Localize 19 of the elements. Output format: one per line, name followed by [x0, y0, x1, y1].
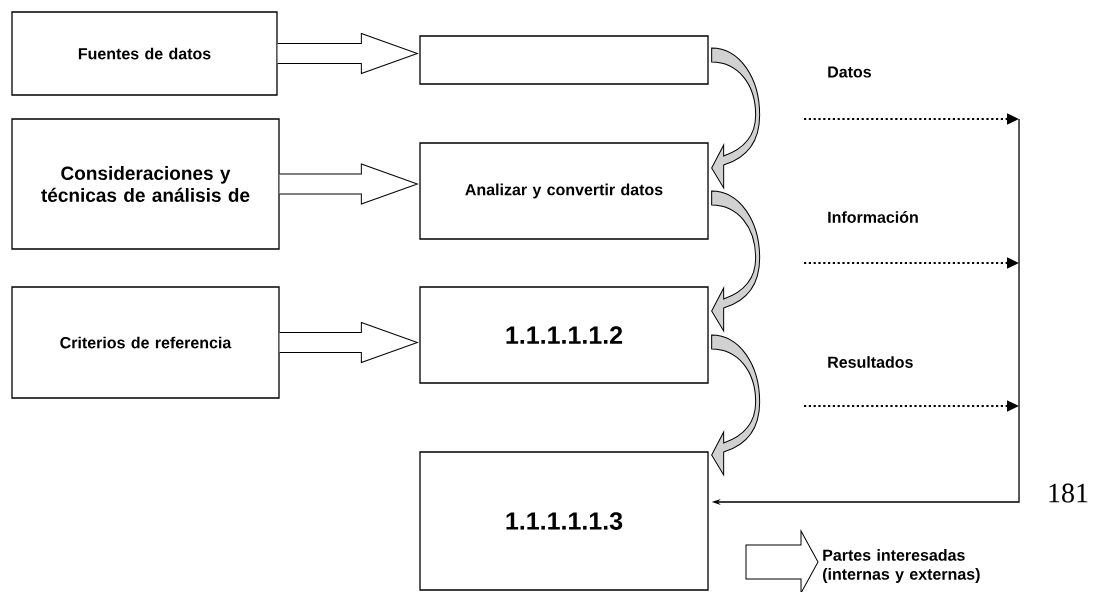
process-box: 1.1.1.1.1.2	[419, 286, 709, 384]
curved-arrow	[711, 334, 761, 476]
process-box: Consideraciones y técnicas de análisis de	[11, 118, 280, 250]
process-box: Criterios de referencia	[11, 286, 280, 399]
page-number: 181	[1049, 483, 1088, 503]
process-box: Analizar y convertir datos	[419, 142, 709, 240]
block-arrow	[279, 163, 418, 205]
block-arrow	[745, 530, 819, 592]
curved-arrow	[711, 190, 761, 332]
flow-label: Datos	[828, 66, 871, 78]
block-arrow	[277, 33, 418, 74]
flow-label: Resultados	[828, 356, 913, 368]
process-box: Fuentes de datos	[11, 11, 278, 96]
block-arrow	[279, 322, 418, 363]
curved-arrow	[711, 47, 761, 189]
text-label: Partes interesadas (internas y externas)	[823, 549, 980, 583]
flow-label: Información	[828, 211, 918, 223]
empty-box	[419, 35, 709, 85]
process-box: 1.1.1.1.1.3	[419, 451, 709, 591]
